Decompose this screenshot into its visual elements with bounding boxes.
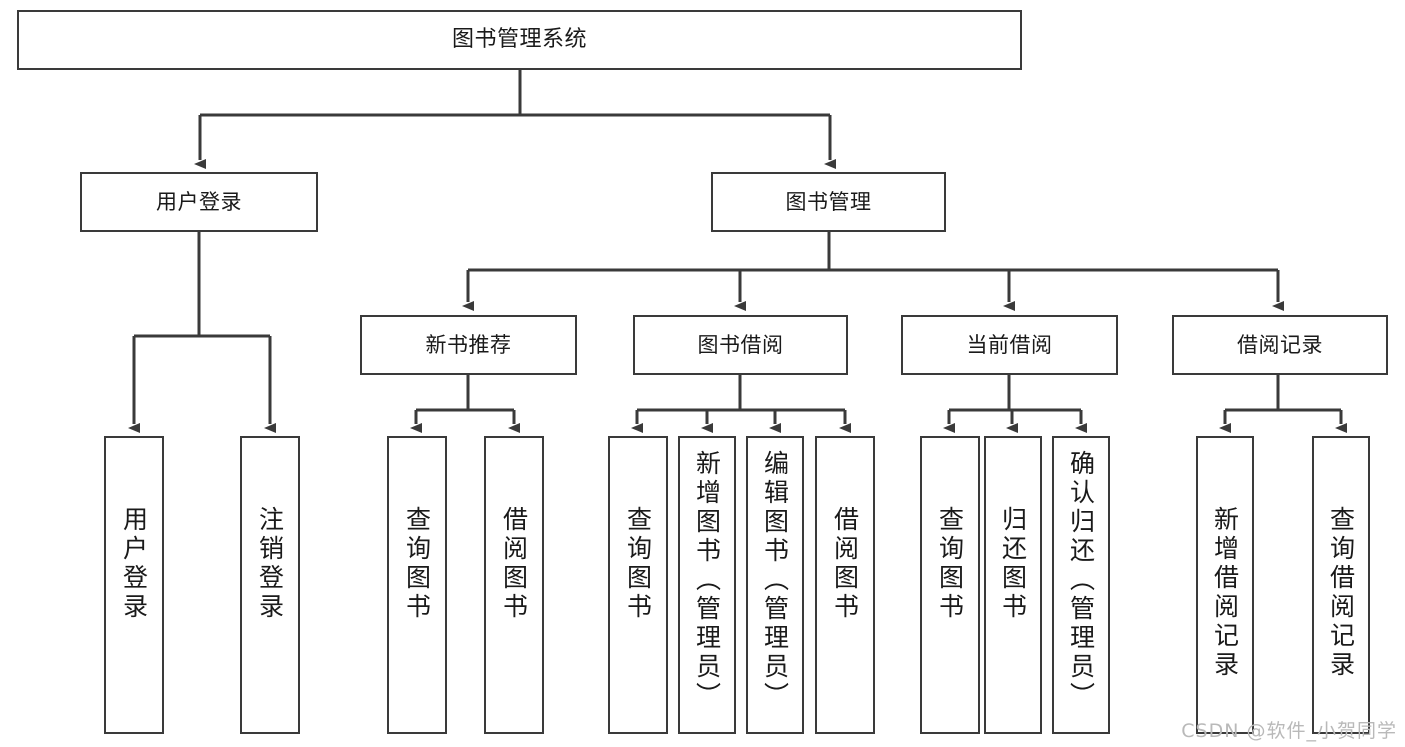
leaf-record-query-record[interactable]: 查询借阅记录 bbox=[1312, 436, 1370, 734]
leaf-borrow-query-book[interactable]: 查询图书 bbox=[608, 436, 668, 734]
node-label: 归还图书 bbox=[998, 506, 1028, 622]
leaf-borrow-add-book-admin[interactable]: 新增图书（管理员） bbox=[678, 436, 736, 734]
node-label: 查询图书 bbox=[623, 506, 653, 622]
node-label: 确认归还（管理员） bbox=[1066, 450, 1096, 711]
node-label: 查询图书 bbox=[402, 506, 432, 622]
node-label: 编辑图书（管理员） bbox=[760, 450, 790, 711]
node-label: 当前借阅 bbox=[966, 332, 1053, 357]
leaf-user-login-login[interactable]: 用户登录 bbox=[104, 436, 164, 734]
leaf-recommend-borrow-book[interactable]: 借阅图书 bbox=[484, 436, 544, 734]
node-label: 图书管理系统 bbox=[451, 27, 587, 53]
watermark-text: CSDN @软件_小贺同学 bbox=[1181, 720, 1397, 742]
leaf-recommend-query-book[interactable]: 查询图书 bbox=[387, 436, 447, 734]
node-label: 新增图书（管理员） bbox=[692, 450, 722, 711]
leaf-current-return-book[interactable]: 归还图书 bbox=[984, 436, 1042, 734]
node-book-borrow[interactable]: 图书借阅 bbox=[633, 315, 848, 375]
node-label: 借阅图书 bbox=[499, 506, 529, 622]
node-current-borrow[interactable]: 当前借阅 bbox=[901, 315, 1118, 375]
node-root-system[interactable]: 图书管理系统 bbox=[17, 10, 1022, 70]
leaf-borrow-edit-book-admin[interactable]: 编辑图书（管理员） bbox=[746, 436, 804, 734]
node-label: 查询图书 bbox=[935, 506, 965, 622]
node-label: 新增借阅记录 bbox=[1210, 506, 1240, 680]
node-borrow-record[interactable]: 借阅记录 bbox=[1172, 315, 1388, 375]
leaf-borrow-borrow-book[interactable]: 借阅图书 bbox=[815, 436, 875, 734]
leaf-current-confirm-return-admin[interactable]: 确认归还（管理员） bbox=[1052, 436, 1110, 734]
leaf-record-add-record[interactable]: 新增借阅记录 bbox=[1196, 436, 1254, 734]
node-label: 借阅图书 bbox=[830, 506, 860, 622]
node-label: 图书管理 bbox=[785, 189, 872, 214]
leaf-user-login-logout[interactable]: 注销登录 bbox=[240, 436, 300, 734]
node-user-login[interactable]: 用户登录 bbox=[80, 172, 318, 232]
node-label: 借阅记录 bbox=[1237, 332, 1323, 357]
node-new-book-recommend[interactable]: 新书推荐 bbox=[360, 315, 577, 375]
node-label: 图书借阅 bbox=[697, 332, 784, 357]
node-label: 注销登录 bbox=[255, 506, 285, 622]
leaf-current-query-book[interactable]: 查询图书 bbox=[920, 436, 980, 734]
node-label: 用户登录 bbox=[119, 506, 149, 622]
node-label: 用户登录 bbox=[156, 189, 242, 214]
node-label: 查询借阅记录 bbox=[1326, 506, 1356, 680]
node-label: 新书推荐 bbox=[425, 332, 512, 357]
node-book-management[interactable]: 图书管理 bbox=[711, 172, 946, 232]
